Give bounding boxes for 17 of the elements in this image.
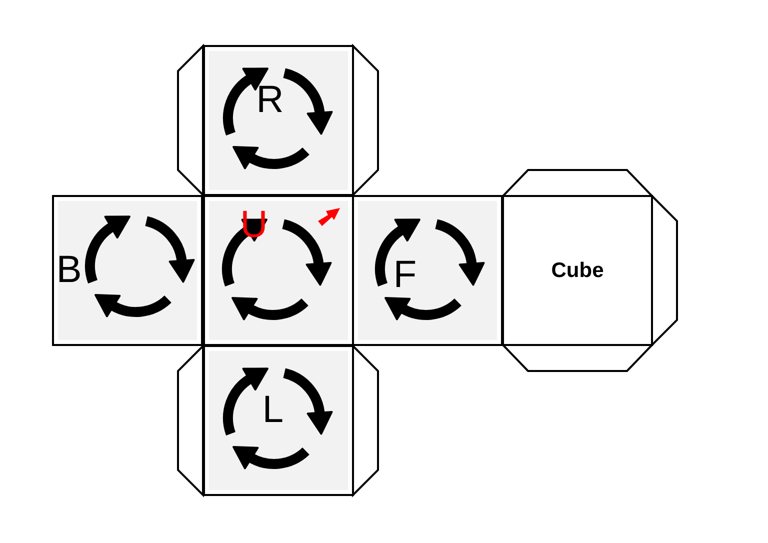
cube-face	[203, 195, 354, 346]
face-label: Cube	[550, 258, 605, 284]
glue-flap	[352, 345, 379, 496]
face-letter: R	[256, 81, 284, 119]
cube-face	[52, 195, 203, 346]
glue-flap	[352, 45, 379, 196]
glue-flap	[177, 45, 204, 196]
face-letter: F	[393, 256, 417, 294]
cube-face	[203, 345, 354, 496]
glue-flap	[502, 344, 653, 372]
cube-face	[203, 45, 354, 196]
glue-flap	[502, 169, 653, 197]
face-letter: B	[56, 251, 82, 289]
glue-flap	[651, 195, 678, 346]
cube-face	[352, 195, 503, 346]
face-letter: L	[262, 391, 284, 429]
glue-flap	[177, 345, 204, 496]
